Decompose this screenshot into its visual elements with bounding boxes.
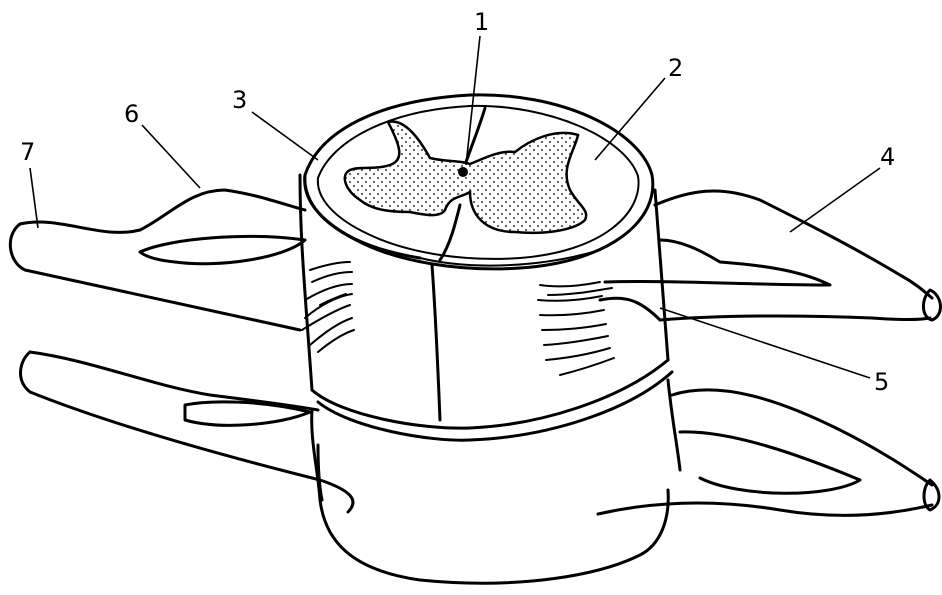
- label-4: 4: [880, 143, 895, 171]
- label-1: 1: [474, 8, 489, 36]
- label-2: 2: [668, 54, 683, 82]
- leader-lines: [30, 36, 880, 378]
- leader-2: [595, 78, 665, 160]
- label-5: 5: [874, 368, 889, 396]
- label-7: 7: [20, 138, 35, 166]
- label-6: 6: [124, 100, 139, 128]
- leader-4: [790, 168, 880, 232]
- cross-section: [305, 95, 653, 269]
- left-rootlets: [302, 262, 354, 352]
- label-3: 3: [232, 86, 247, 114]
- lower-right-nerve: [598, 390, 939, 516]
- leader-7: [30, 168, 38, 228]
- leader-3: [252, 112, 318, 160]
- upper-left-nerve: [10, 190, 305, 330]
- right-rootlets: [538, 282, 614, 375]
- central-canal: [458, 167, 468, 177]
- leader-6: [142, 125, 200, 188]
- lower-left-nerve: [21, 352, 353, 512]
- leader-5: [660, 308, 870, 378]
- upper-right-nerve: [600, 191, 940, 320]
- grey-matter: [345, 122, 586, 233]
